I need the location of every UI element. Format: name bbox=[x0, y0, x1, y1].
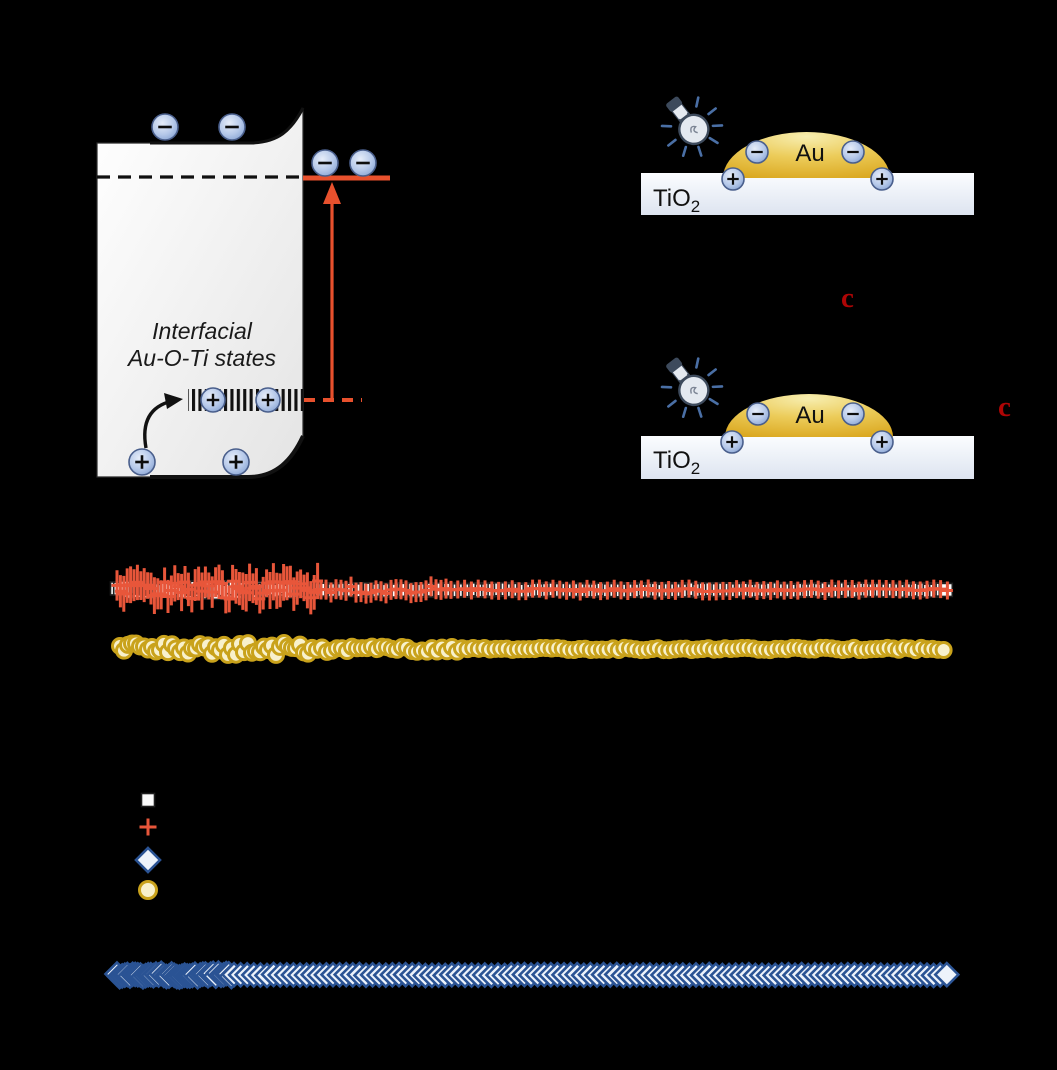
electron-charge bbox=[151, 113, 179, 141]
electron-charge bbox=[218, 113, 246, 141]
band-panel bbox=[96, 107, 304, 478]
hole-charge bbox=[721, 167, 745, 191]
legend-marker-squares-band bbox=[140, 792, 156, 808]
panel-top-curl-shadow bbox=[150, 107, 305, 145]
hole-charge bbox=[870, 430, 894, 454]
tio2-slab bbox=[641, 173, 974, 215]
interfacial-label-line2: Au-O-Ti states bbox=[126, 345, 277, 371]
tio2-slab bbox=[641, 436, 974, 479]
legend-marker-yellow-circles bbox=[138, 880, 158, 900]
electron-charge bbox=[746, 402, 770, 426]
hole-charge bbox=[222, 448, 250, 476]
red-letter-c-2: c bbox=[998, 391, 1011, 423]
charges-layer bbox=[128, 113, 894, 476]
au-label: Au bbox=[795, 140, 824, 167]
hole-charge bbox=[128, 448, 156, 476]
red-arrow-head bbox=[323, 182, 341, 204]
schematic-light-small-au: Au TiO2 bbox=[641, 80, 974, 216]
light-bulb-icon bbox=[646, 341, 735, 430]
hole-charge bbox=[720, 430, 744, 454]
electron-charge bbox=[841, 402, 865, 426]
electron-charge bbox=[745, 140, 769, 164]
band-diagram: Interfacial Au-O-Ti states bbox=[96, 107, 390, 479]
hole-charge bbox=[870, 167, 894, 191]
electron-charge bbox=[841, 140, 865, 164]
chart-series-yellow-circles bbox=[111, 634, 953, 664]
chart-legend bbox=[134, 792, 162, 900]
red-letter-c-1: c bbox=[841, 282, 854, 314]
light-bulb-icon bbox=[646, 80, 735, 169]
schematic-light-large-au: Au TiO2 bbox=[641, 341, 974, 479]
panel-bottom-curl-shadow bbox=[150, 435, 305, 479]
hole-charge bbox=[255, 387, 281, 413]
legend-marker-blue-diamonds bbox=[134, 846, 162, 874]
scatter-chart bbox=[103, 562, 961, 991]
tio2-label: TiO2 bbox=[653, 185, 700, 216]
tio2-label: TiO2 bbox=[653, 447, 700, 478]
hole-charge bbox=[200, 387, 226, 413]
interfacial-label-line1: Interfacial bbox=[152, 318, 253, 344]
legend-marker-plus-markers bbox=[139, 818, 157, 836]
hole-transfer-arrow-head bbox=[164, 393, 183, 409]
au-label: Au bbox=[795, 402, 824, 429]
chart-series-plus-markers bbox=[111, 562, 953, 615]
chart-series-blue-diamonds bbox=[103, 959, 961, 991]
electron-charge bbox=[311, 149, 339, 177]
electron-charge bbox=[349, 149, 377, 177]
